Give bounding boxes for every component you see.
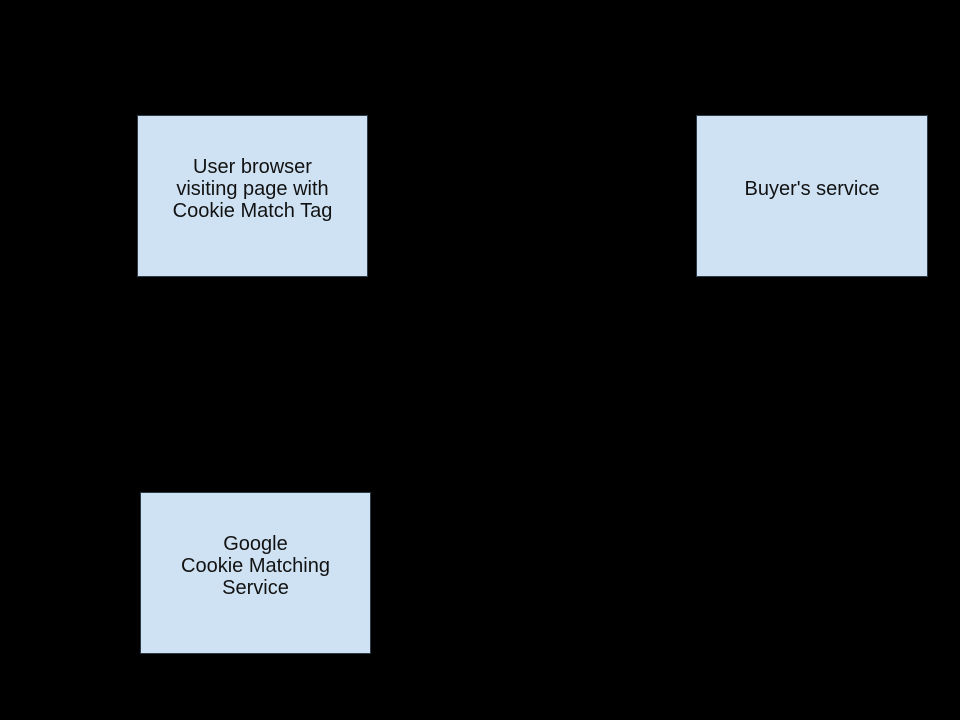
node-google-cookie-matching-service: Google Cookie Matching Service bbox=[140, 492, 371, 654]
node-buyers-service: Buyer's service bbox=[696, 115, 928, 277]
node-google-cookie-matching-service-label: Google Cookie Matching Service bbox=[181, 532, 330, 599]
node-user-browser-label: User browser visiting page with Cookie M… bbox=[172, 155, 333, 222]
node-buyers-service-label: Buyer's service bbox=[744, 177, 880, 200]
node-user-browser: User browser visiting page with Cookie M… bbox=[137, 115, 368, 277]
